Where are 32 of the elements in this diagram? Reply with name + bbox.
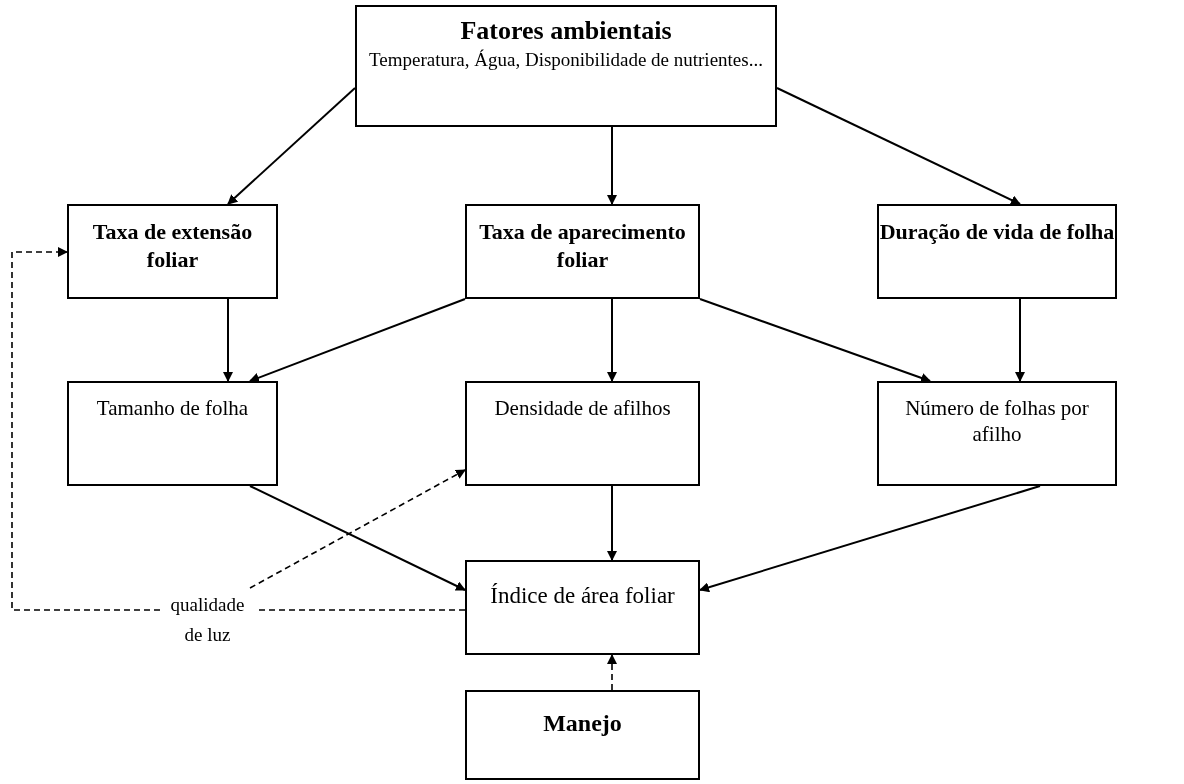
box-title: Densidade de afilhos <box>493 395 672 422</box>
dashed-arrow <box>607 654 617 691</box>
process-box <box>465 560 700 655</box>
box-title: Manejo <box>542 709 623 738</box>
box-title: Taxa de extensão foliar <box>91 218 254 273</box>
process-box <box>877 204 1117 299</box>
arrow <box>1015 298 1025 382</box>
dashed-arrow <box>11 247 161 611</box>
box-text: Temperatura, Água, Disponibilidade de nutrientes... <box>368 47 764 72</box>
arrow <box>227 87 356 205</box>
box-title: Fatores ambientais <box>459 15 673 47</box>
arrow <box>607 298 617 382</box>
arrow <box>249 298 466 383</box>
box-title: Índice de área foliar <box>489 582 676 610</box>
process-box <box>465 204 700 299</box>
arrow <box>699 298 931 383</box>
process-box <box>67 204 278 299</box>
process-box <box>877 381 1117 486</box>
box-title: Tamanho de folha <box>95 395 250 422</box>
process-box <box>67 381 278 486</box>
process-box <box>355 5 777 127</box>
box-title: Número de folhas por afilho <box>904 395 1090 448</box>
box-title: Taxa de aparecimento foliar <box>478 218 687 273</box>
arrow <box>223 298 233 382</box>
arrow <box>607 126 617 205</box>
process-box <box>465 381 700 486</box>
process-box <box>465 690 700 780</box>
arrow <box>607 485 617 561</box>
text-label: qualidade de luz <box>169 593 246 648</box>
box-title: Duração de vida de folha <box>879 218 1115 246</box>
arrow <box>776 87 1021 205</box>
arrow <box>699 485 1041 593</box>
